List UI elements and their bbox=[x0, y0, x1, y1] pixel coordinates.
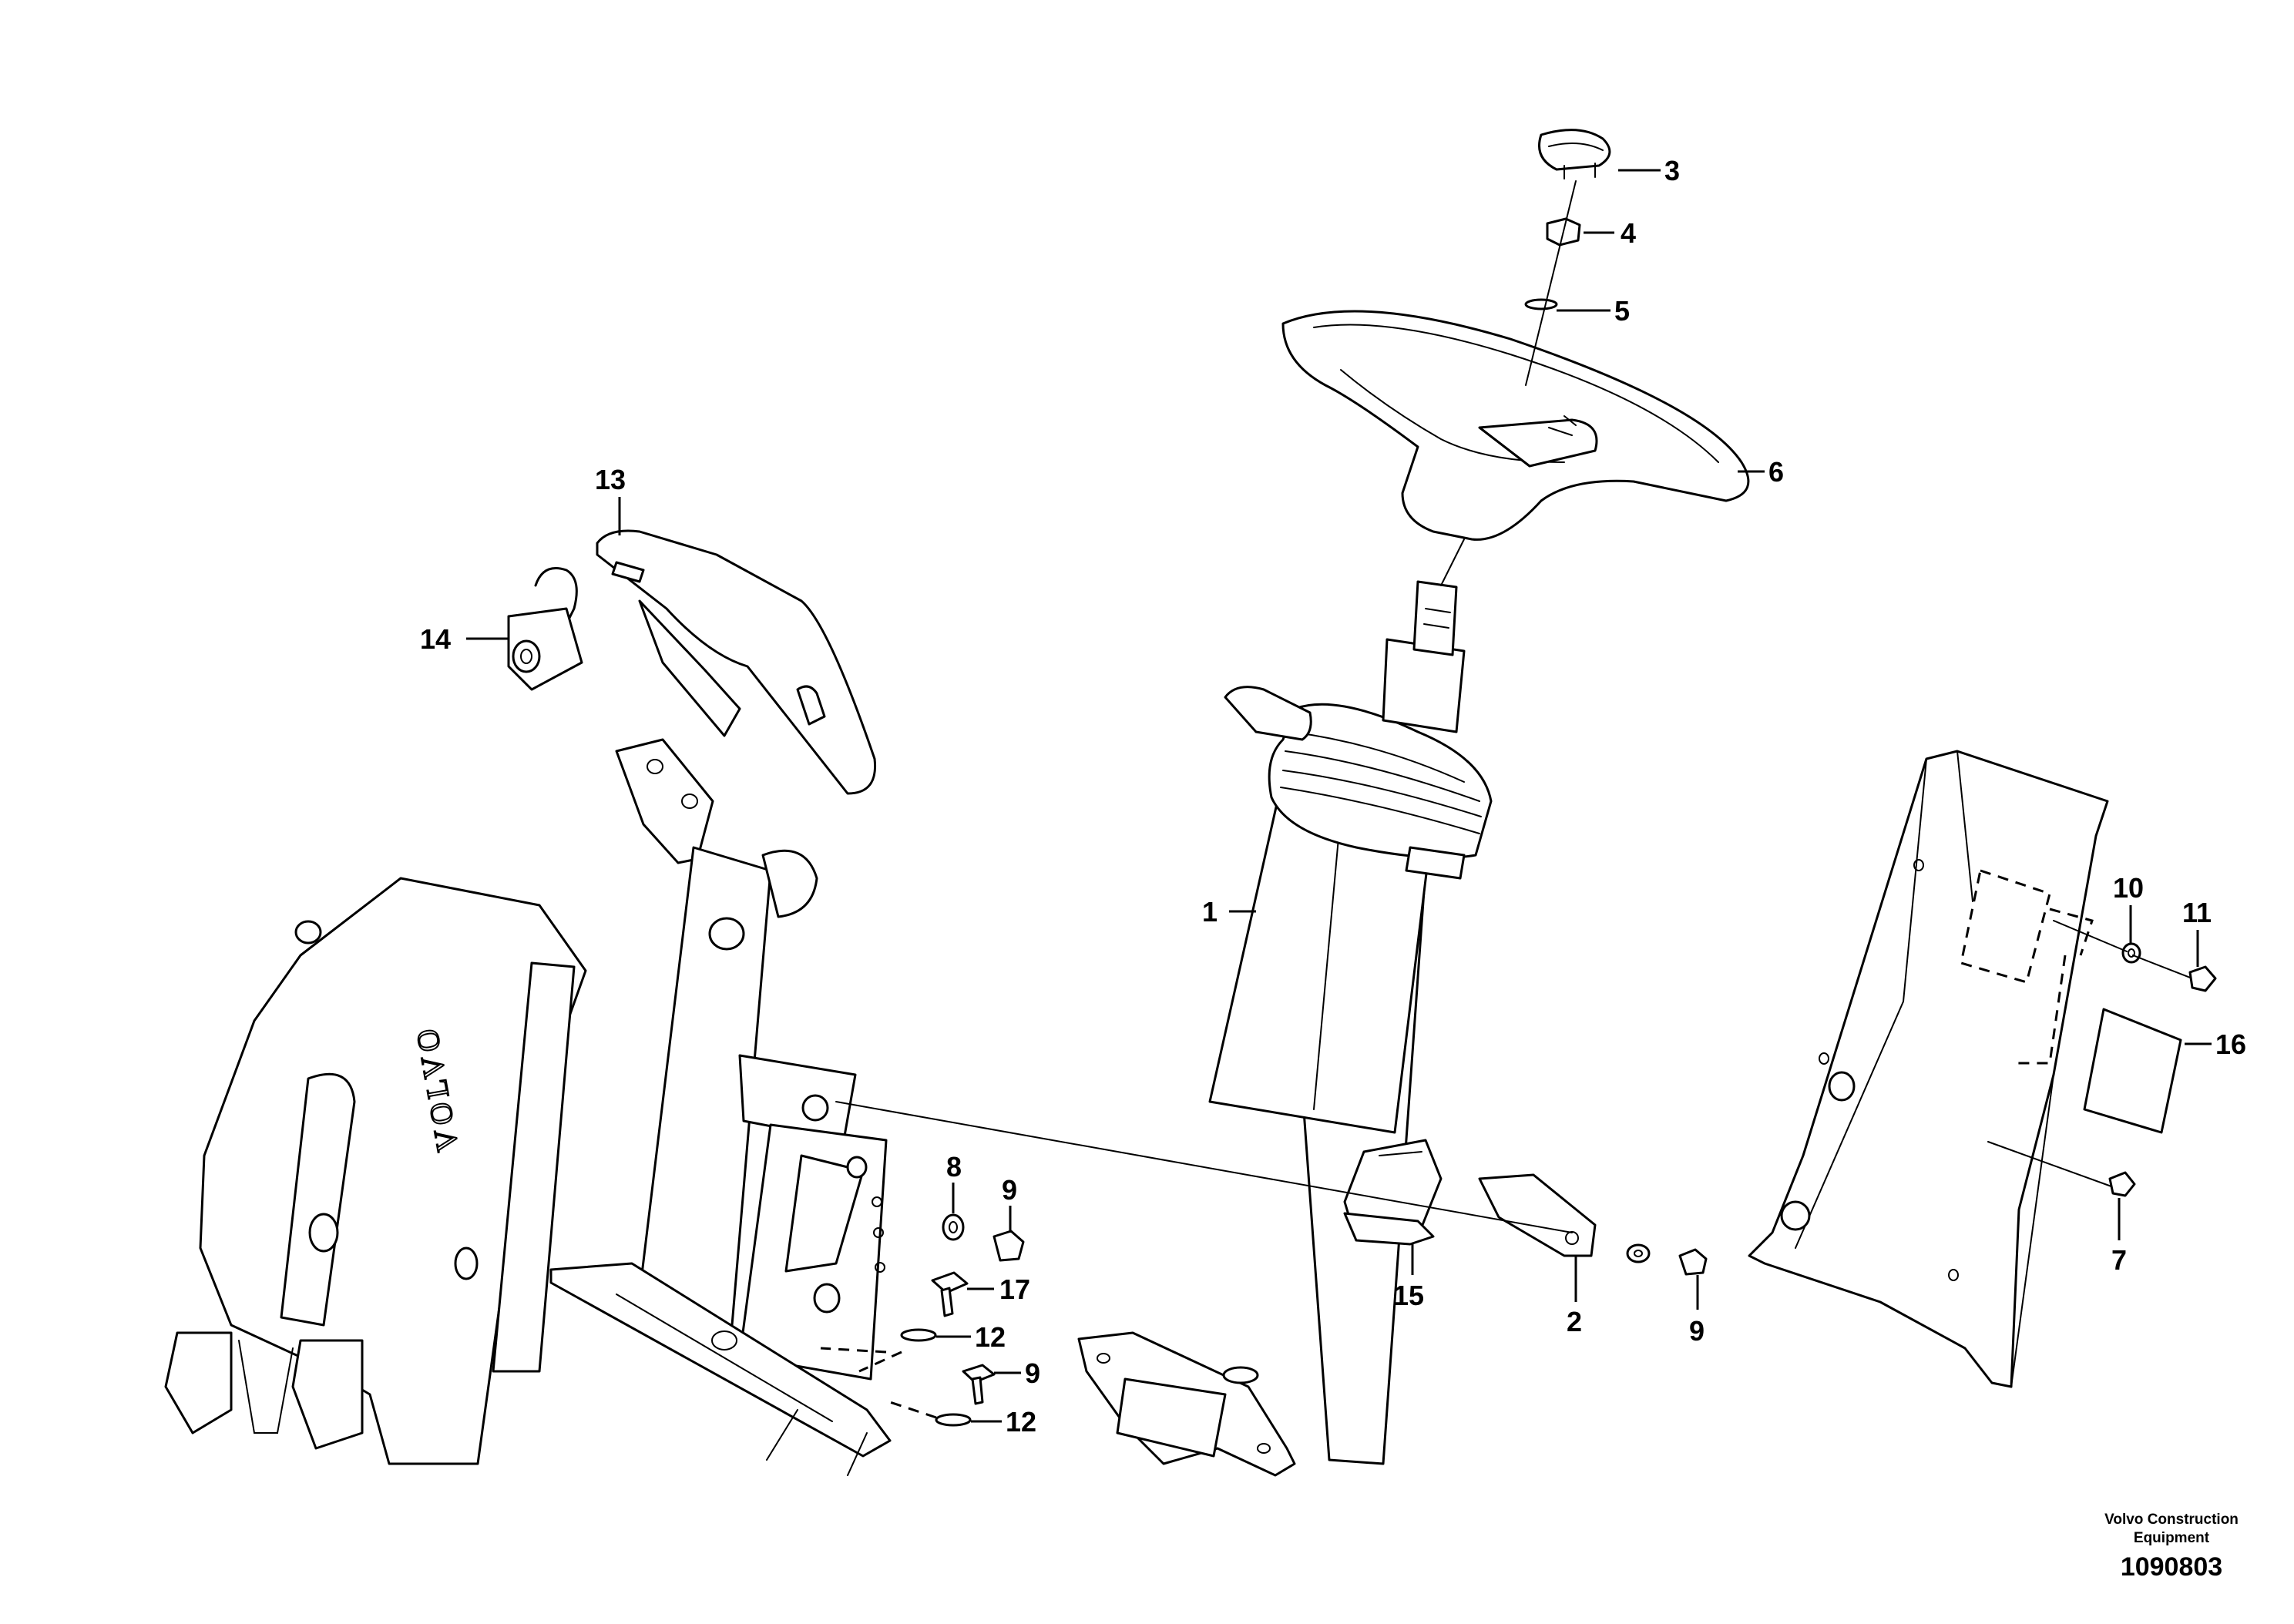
callout-11: 11 bbox=[2182, 897, 2212, 928]
bolt-12-dash-line-b bbox=[889, 1401, 937, 1419]
callout-17: 17 bbox=[999, 1273, 1030, 1305]
drawing-number: 1090803 bbox=[2121, 1552, 2222, 1582]
part-6-steering-wheel bbox=[1281, 310, 1750, 541]
callout-8: 8 bbox=[946, 1151, 962, 1183]
part-12-washer-a bbox=[900, 1328, 937, 1342]
credit-line-2: Equipment bbox=[2134, 1530, 2210, 1546]
callout-13: 13 bbox=[595, 464, 626, 495]
part-9-bolt-c bbox=[962, 1364, 996, 1405]
right-side-panel bbox=[1748, 750, 2109, 1388]
callout-5: 5 bbox=[1614, 295, 1630, 327]
callout-4: 4 bbox=[1621, 217, 1636, 249]
mounting-tie-line bbox=[835, 1101, 1573, 1233]
part-11-screw bbox=[2132, 955, 2217, 992]
credit-line-1: Volvo Construction bbox=[2104, 1512, 2239, 1528]
part-5-washer bbox=[1524, 298, 1558, 310]
callout-16: 16 bbox=[2215, 1028, 2246, 1060]
part-2-clamp bbox=[1478, 1173, 1597, 1257]
callout-15: 15 bbox=[1393, 1280, 1424, 1311]
callout-1: 1 bbox=[1202, 896, 1218, 928]
bolt-12-dash-line-a bbox=[858, 1351, 902, 1373]
part-10-axis bbox=[2053, 920, 2128, 952]
part-7-screw bbox=[1987, 1141, 2136, 1197]
callout-10: 10 bbox=[2113, 872, 2144, 904]
callout-9-right: 9 bbox=[1689, 1315, 1705, 1347]
part-1-steering-column bbox=[1077, 580, 1493, 1477]
callout-2: 2 bbox=[1567, 1306, 1582, 1337]
callout-3: 3 bbox=[1664, 155, 1680, 186]
callout-14: 14 bbox=[420, 623, 451, 655]
pedal-bracket-frame bbox=[549, 738, 892, 1476]
part-17-bolt bbox=[931, 1271, 969, 1317]
part-9-bolt-b bbox=[1626, 1243, 1708, 1276]
callout-12-upper: 12 bbox=[975, 1321, 1006, 1353]
part-14-padlock bbox=[507, 567, 583, 691]
part-3-hub-cap bbox=[1538, 129, 1611, 180]
part-15-bushing bbox=[1343, 1139, 1443, 1246]
callout-6: 6 bbox=[1768, 456, 1784, 488]
column-axis-upper bbox=[1525, 180, 1577, 386]
leader-lines bbox=[466, 169, 2212, 1423]
callout-7: 7 bbox=[2111, 1244, 2127, 1276]
drawing-footer: Volvo Construction Equipment 1090803 bbox=[2104, 1512, 2239, 1582]
left-lower-cover: VOLVO bbox=[164, 877, 587, 1465]
part-9-bolt-a bbox=[992, 1230, 1025, 1262]
part-8-washer bbox=[942, 1213, 965, 1241]
callout-labels: 3 4 5 6 1 13 14 10 11 16 7 8 9 17 12 9 1… bbox=[420, 155, 2246, 1438]
callout-12-lower: 12 bbox=[1006, 1406, 1036, 1438]
column-axis-lower bbox=[1440, 539, 1465, 586]
part-12-washer-b bbox=[935, 1413, 972, 1427]
part-10-washer bbox=[2121, 942, 2141, 964]
part-13-cover bbox=[596, 529, 877, 795]
callout-9-lower: 9 bbox=[1025, 1357, 1040, 1389]
part-16-plate bbox=[2083, 1008, 2182, 1134]
callout-9-upper: 9 bbox=[1002, 1174, 1017, 1206]
